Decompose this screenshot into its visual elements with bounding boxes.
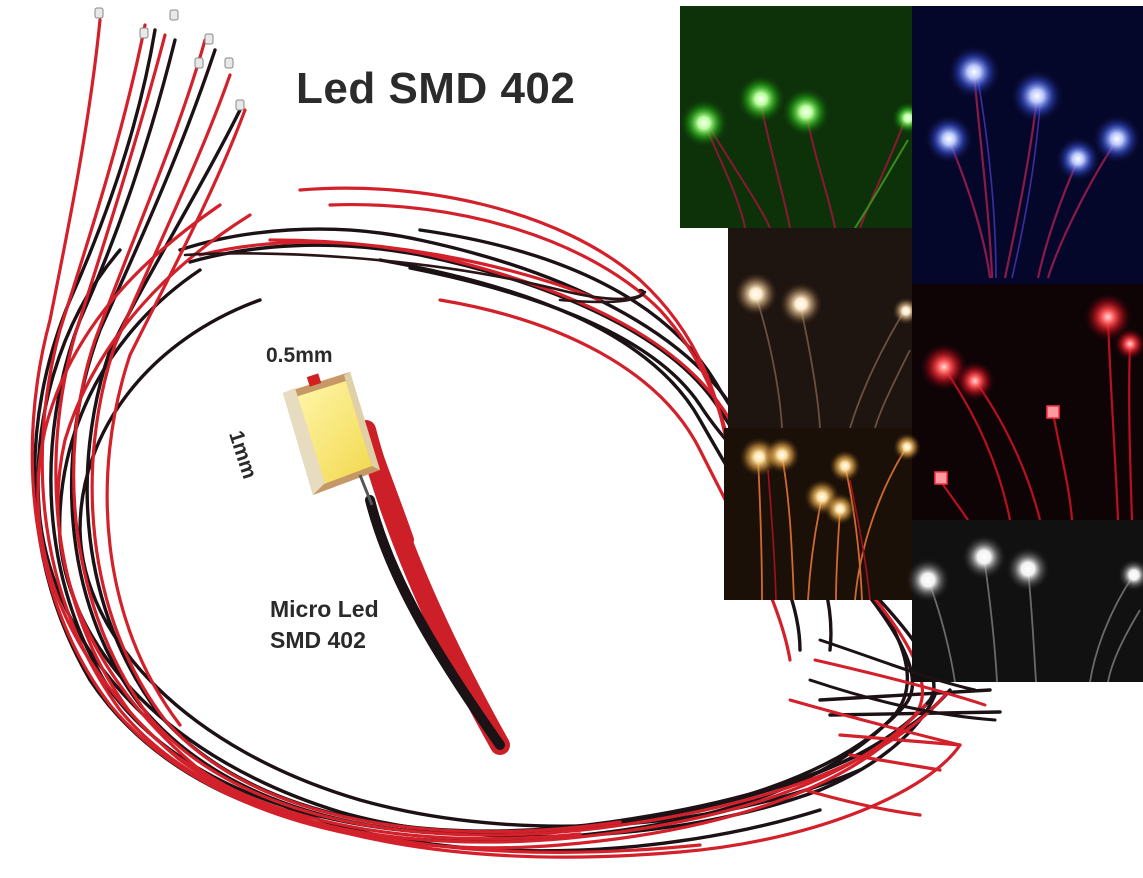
photo-yellow	[724, 428, 921, 601]
product-caption: Micro Led SMD 402	[270, 594, 379, 656]
photo-green	[680, 6, 924, 229]
caption-line-2: SMD 402	[270, 627, 366, 653]
photo-blue	[912, 6, 1143, 284]
micro-led-chip	[283, 372, 510, 755]
photo-collage	[680, 6, 1143, 683]
caption-line-1: Micro Led	[270, 596, 379, 622]
dimension-width-label: 0.5mm	[266, 344, 333, 367]
photo-red	[912, 284, 1143, 521]
photo-warm-white	[728, 228, 920, 429]
wire-tails	[788, 638, 997, 747]
product-title: Led SMD 402	[296, 64, 576, 113]
photo-white	[906, 520, 1143, 683]
